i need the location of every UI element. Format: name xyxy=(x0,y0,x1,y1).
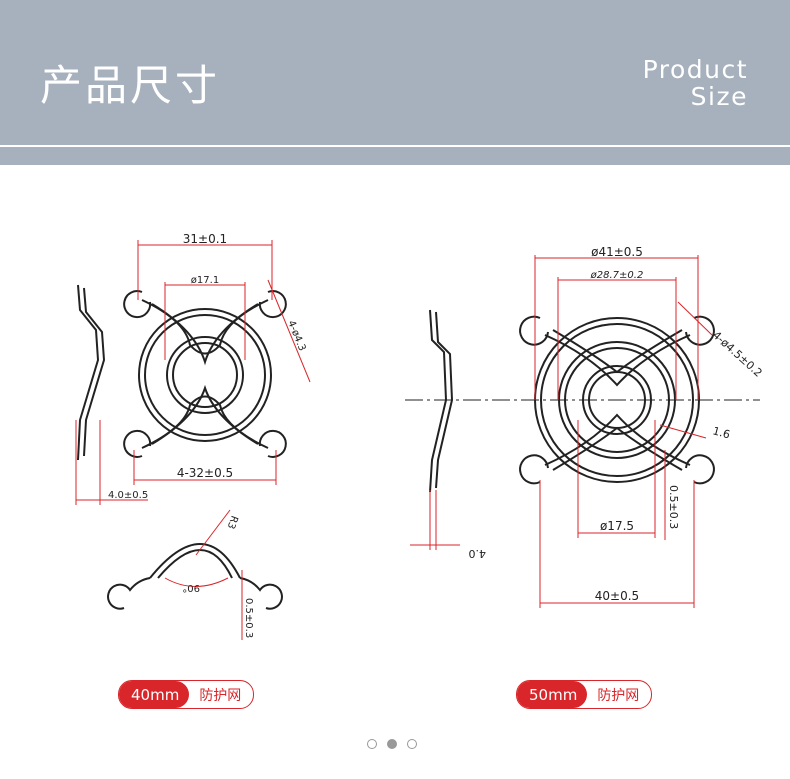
left-outer-ring xyxy=(138,308,272,442)
left-dimension-lines xyxy=(75,240,311,640)
left-hook-bl xyxy=(123,429,152,458)
page-subtitle: Product Size xyxy=(643,56,748,110)
left-dim-radius: R3 xyxy=(225,514,240,530)
left-hook-tl xyxy=(123,290,152,319)
right-dim-outer: ø41±0.5 xyxy=(591,245,643,259)
right-hook-br xyxy=(685,454,715,485)
right-side-profile-inner xyxy=(435,311,454,489)
left-detail-arc xyxy=(149,543,241,579)
subtitle-line-2: Size xyxy=(690,82,748,111)
badge-50mm: 50mm 防护网 xyxy=(516,680,653,709)
pagination-dot-1[interactable] xyxy=(367,739,377,749)
header-divider xyxy=(0,147,790,165)
right-hook-bl xyxy=(519,454,549,485)
right-cross-bottom xyxy=(544,413,691,466)
left-dim-side: 4.0±0.5 xyxy=(108,490,148,501)
right-dim-thickness: 0.5±0.3 xyxy=(667,485,680,529)
badge-size-label: 40mm xyxy=(119,681,190,708)
left-side-profile-outer xyxy=(77,284,100,461)
badge-size-label: 50mm xyxy=(517,681,588,708)
badge-name-label: 防护网 xyxy=(199,687,242,704)
header-banner: 产品尺寸 Product Size xyxy=(0,0,790,145)
right-dim-inner: ø17.5 xyxy=(600,519,634,533)
left-hook-tr xyxy=(258,290,287,319)
right-dim-holes: 4-ø4.5±0.2 xyxy=(710,329,765,380)
left-dim-top: 31±0.1 xyxy=(183,232,227,246)
technical-drawings: 31±0.1 ø17.1 4-32±0.5 4.0±0.5 4-ø4.3 R3 … xyxy=(75,232,765,640)
left-dim-spacing: 4-32±0.5 xyxy=(177,466,233,480)
page-title: 产品尺寸 xyxy=(40,61,221,110)
right-hook-tr xyxy=(685,315,715,346)
pagination-dot-2[interactable] xyxy=(387,739,397,749)
left-dim-thickness: 0.5±0.3 xyxy=(243,598,254,638)
left-dim-holes: 4-ø4.3 xyxy=(285,319,307,353)
badge-name-label: 防护网 xyxy=(597,687,640,704)
left-guard-drawing xyxy=(77,284,287,610)
right-dim-mid: ø28.7±0.2 xyxy=(590,270,644,281)
right-dimension-lines xyxy=(410,255,713,608)
left-inner-ring xyxy=(166,336,244,414)
right-dim-wire: 1.6 xyxy=(711,424,731,441)
right-side-profile-outer xyxy=(429,309,448,493)
right-hook-tl xyxy=(519,315,549,346)
right-dim-side: 4.0 xyxy=(469,547,487,560)
left-dim-inner: ø17.1 xyxy=(191,275,219,286)
pagination-dots xyxy=(367,739,417,749)
left-side-profile-inner xyxy=(83,287,106,457)
badge-40mm: 40mm 防护网 xyxy=(118,680,255,709)
right-guard-drawing xyxy=(429,309,715,493)
left-dim-angle: 90° xyxy=(182,582,200,593)
right-dim-width: 40±0.5 xyxy=(595,589,639,603)
subtitle-line-1: Product xyxy=(642,55,748,84)
pagination-dot-3[interactable] xyxy=(407,739,417,749)
right-cross-top xyxy=(544,334,691,387)
left-hook-br xyxy=(258,429,287,458)
